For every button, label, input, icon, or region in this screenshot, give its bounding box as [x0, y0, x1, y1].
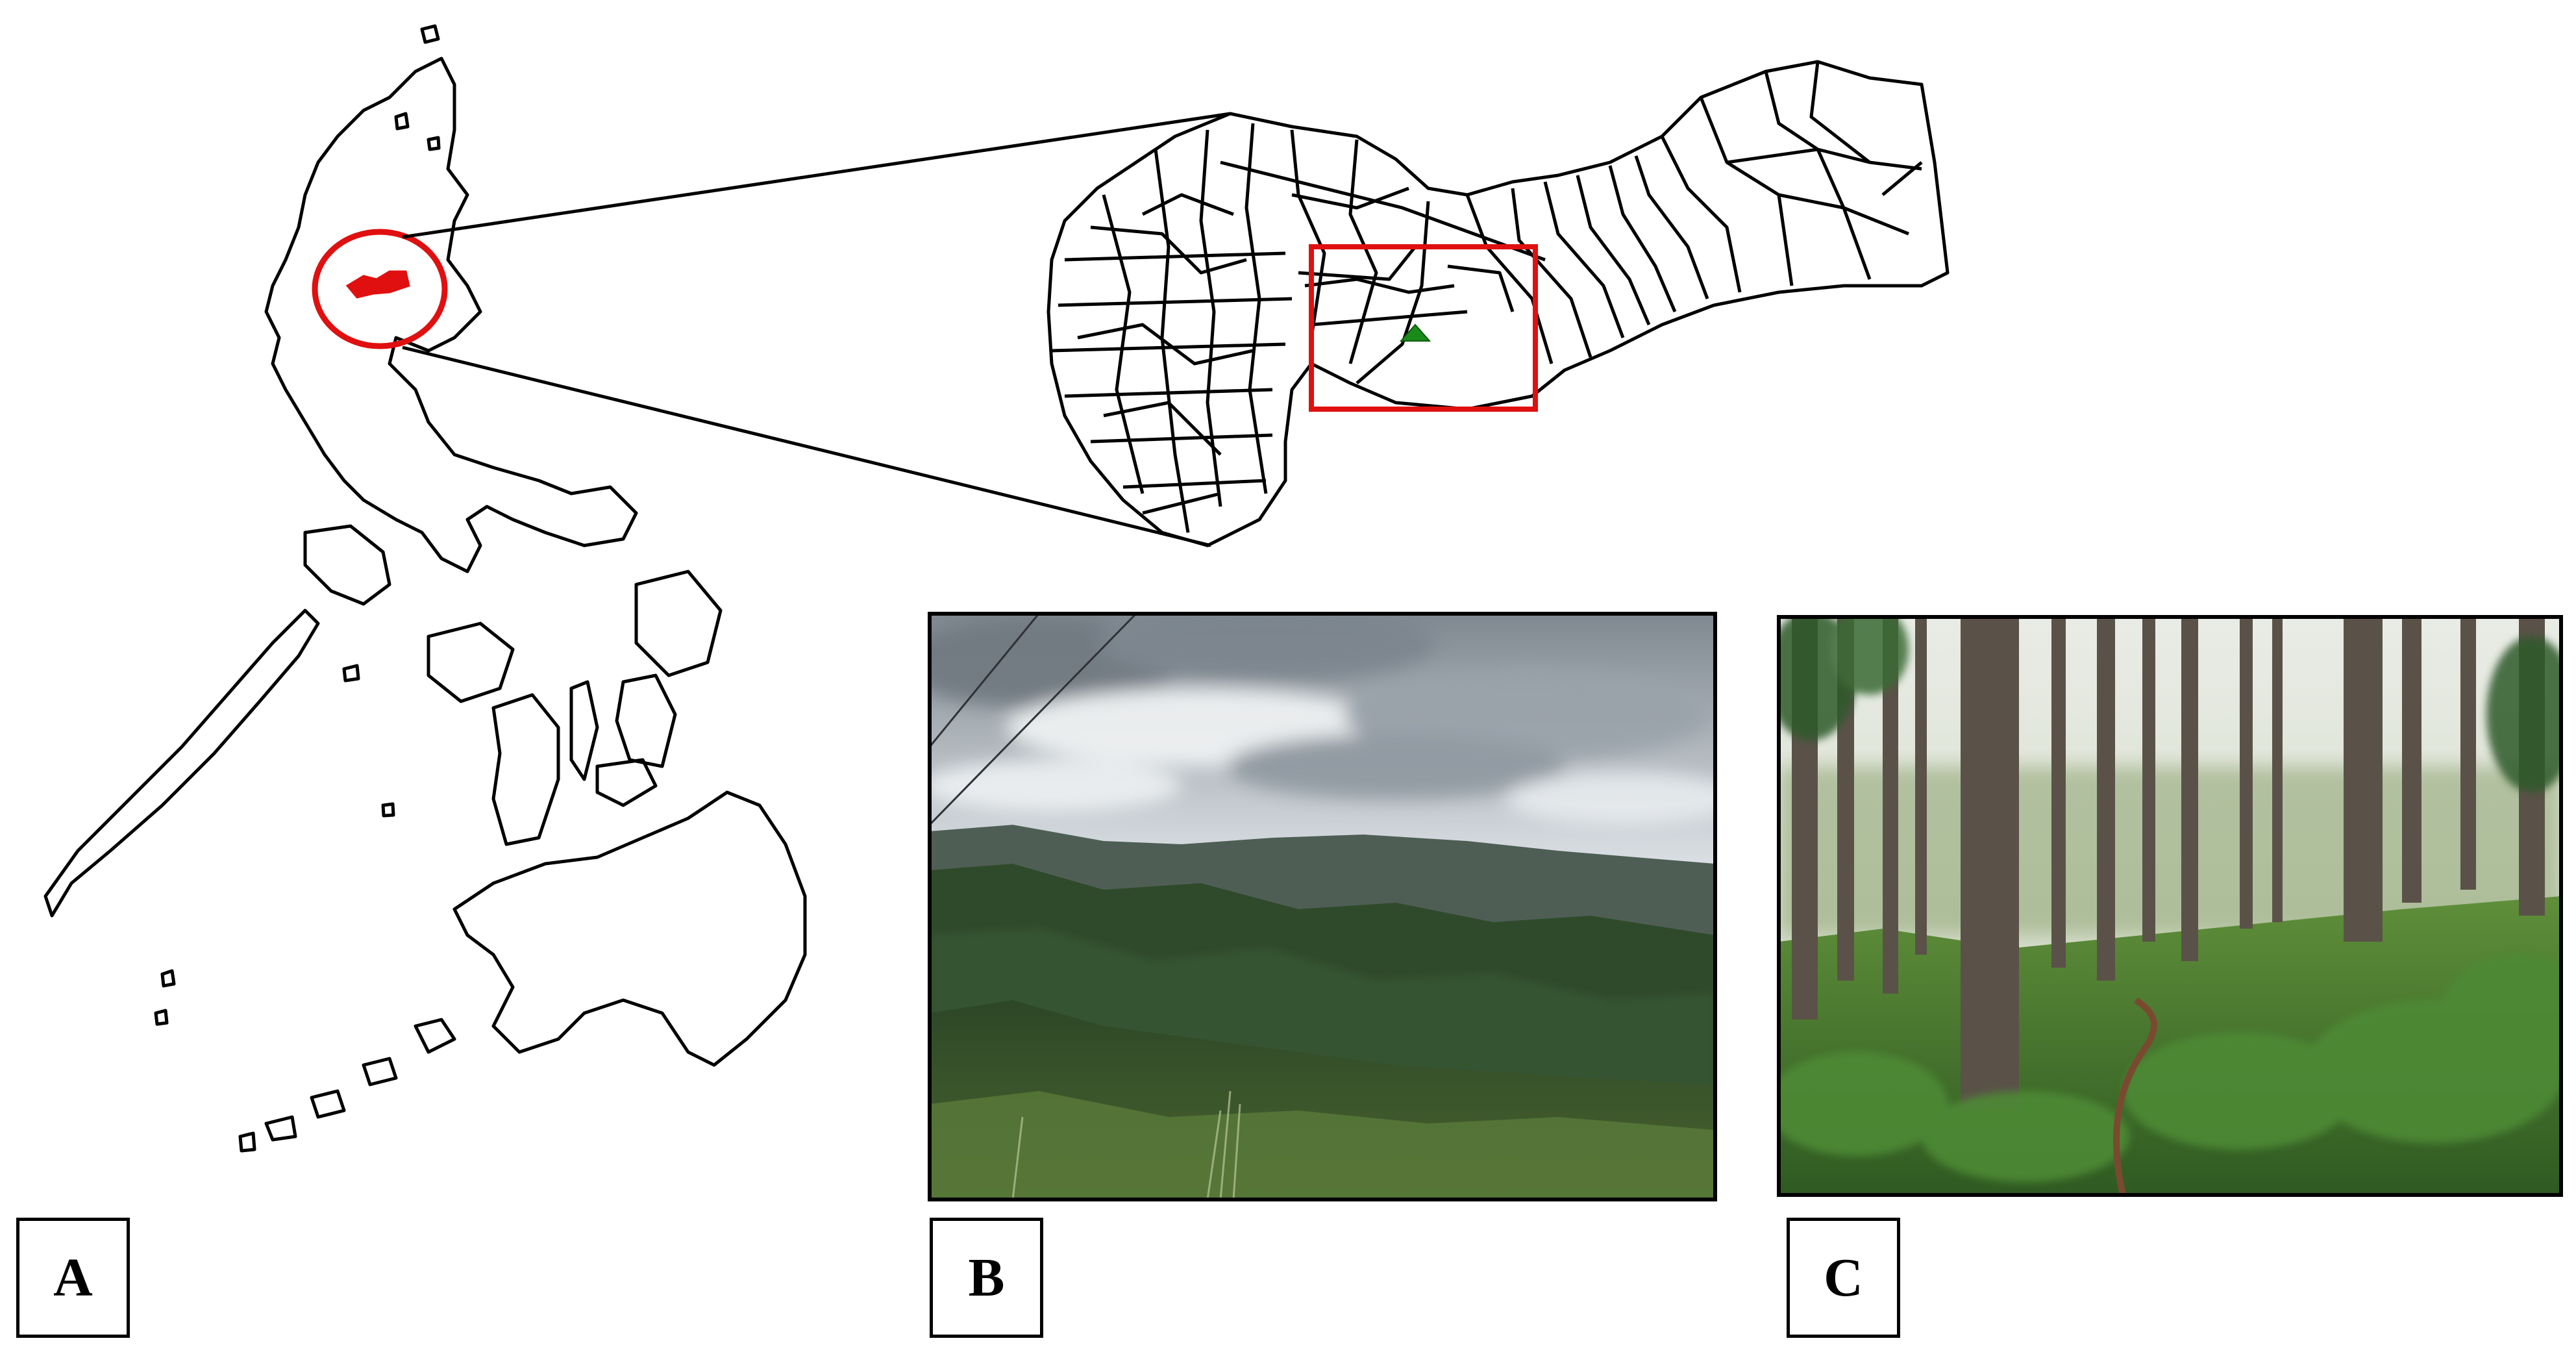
mindanao-island: [452, 790, 807, 1067]
study-area-shape: [345, 270, 410, 299]
negros-island: [491, 693, 560, 846]
leyte-island: [615, 673, 677, 768]
visayas-islets: [154, 664, 395, 1026]
photo-b-border: [928, 612, 1717, 1201]
zoom-lines: [402, 112, 1231, 547]
philippines-map: [43, 24, 807, 1153]
bohol-island: [595, 758, 658, 807]
barangay-boundaries-west: [1051, 123, 1417, 533]
panel-label-a: A: [16, 1218, 130, 1338]
mindoro-island: [303, 524, 391, 606]
study-area-circle: [312, 229, 448, 349]
batanes-islands: [394, 24, 441, 151]
panay-island: [427, 622, 515, 703]
study-site-box: [1309, 244, 1538, 412]
municipality-map: [1046, 60, 1950, 547]
samar-island: [634, 570, 723, 677]
photo-c-border: [1777, 615, 2563, 1197]
photo-forest: [1777, 615, 2563, 1197]
barangay-boundaries-east: [1220, 61, 1923, 384]
cebu-island: [569, 680, 599, 781]
photo-landscape: [928, 612, 1717, 1201]
luzon-island: [264, 56, 638, 573]
panel-label-b: B: [930, 1218, 1043, 1338]
study-site-marker: [1399, 323, 1431, 342]
study-area-highlight: [312, 229, 448, 349]
sulu-islands: [238, 1018, 456, 1153]
municipality-outline: [1046, 60, 1950, 547]
panel-label-c: C: [1787, 1218, 1900, 1338]
palawan-island: [43, 609, 320, 918]
